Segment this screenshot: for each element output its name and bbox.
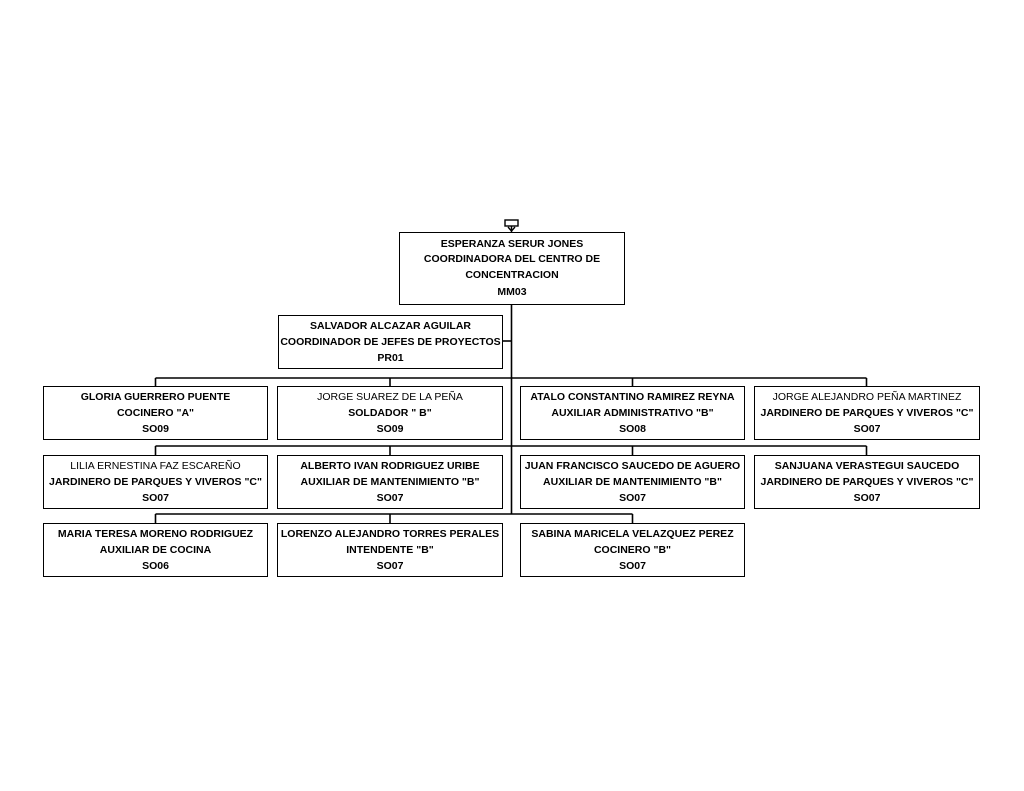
node-staff: SANJUANA VERASTEGUI SAUCEDO JARDINERO DE… <box>754 455 980 509</box>
node-title: COCINERO "B" <box>593 544 672 556</box>
node-code: SO07 <box>142 492 169 504</box>
node-name: SALVADOR ALCAZAR AGUILAR <box>310 320 471 332</box>
node-staff: LORENZO ALEJANDRO TORRES PERALES INTENDE… <box>277 523 503 577</box>
node-name: JORGE ALEJANDRO PEÑA MARTINEZ <box>772 391 962 403</box>
node-staff: JORGE ALEJANDRO PEÑA MARTINEZ JARDINERO … <box>754 386 980 440</box>
node-root: ESPERANZA SERUR JONES COORDINADORA DEL C… <box>399 232 625 305</box>
node-title: AUXILIAR DE COCINA <box>99 544 212 556</box>
node-code: SO07 <box>376 492 404 504</box>
node-staff: SABINA MARICELA VELAZQUEZ PEREZ COCINERO… <box>520 523 745 577</box>
node-staff: ATALO CONSTANTINO RAMIREZ REYNA AUXILIAR… <box>520 386 745 440</box>
node-code: SO07 <box>853 423 881 435</box>
node-name: LILIA ERNESTINA FAZ ESCAREÑO <box>70 460 241 472</box>
node-code: SO07 <box>619 492 646 504</box>
node-code: SO07 <box>853 492 881 504</box>
node-title: INTENDENTE "B" <box>346 544 434 556</box>
node-code: SO09 <box>142 423 169 435</box>
node-name: MARIA TERESA MORENO RODRIGUEZ <box>57 528 254 540</box>
node-name: GLORIA GUERRERO PUENTE <box>80 391 231 403</box>
node-staff: LILIA ERNESTINA FAZ ESCAREÑO JARDINERO D… <box>43 455 268 509</box>
node-title: SOLDADOR " B" <box>348 407 432 419</box>
node-name: SABINA MARICELA VELAZQUEZ PEREZ <box>531 528 734 540</box>
node-title: COCINERO "A" <box>116 407 195 419</box>
top-connector-icon <box>504 219 519 233</box>
node-code: PR01 <box>377 352 404 364</box>
node-title-line1: COORDINADORA DEL CENTRO DE <box>423 253 601 265</box>
node-code: SO07 <box>376 560 404 572</box>
node-code: SO08 <box>619 423 646 435</box>
node-staff: JUAN FRANCISCO SAUCEDO DE AGUERO AUXILIA… <box>520 455 745 509</box>
node-title: JARDINERO DE PARQUES Y VIVEROS "C" <box>760 476 974 488</box>
node-name: JORGE SUAREZ DE LA PEÑA <box>317 391 463 403</box>
node-code: SO07 <box>619 560 646 572</box>
node-title: AUXILIAR ADMINISTRATIVO "B" <box>551 407 714 419</box>
node-title-line2: CONCENTRACION <box>465 268 559 281</box>
node-title: AUXILIAR DE MANTENIMIENTO "B" <box>300 476 480 488</box>
node-title: JARDINERO DE PARQUES Y VIVEROS "C" <box>760 407 974 419</box>
node-title: JARDINERO DE PARQUES Y VIVEROS "C" <box>48 476 262 488</box>
node-staff: JORGE SUAREZ DE LA PEÑA SOLDADOR " B" SO… <box>277 386 503 440</box>
node-code: SO06 <box>142 560 169 572</box>
node-name: JUAN FRANCISCO SAUCEDO DE AGUERO <box>524 460 741 472</box>
node-code: SO09 <box>376 423 404 435</box>
node-title: AUXILIAR DE MANTENIMIENTO "B" <box>543 476 722 488</box>
node-name: LORENZO ALEJANDRO TORRES PERALES <box>280 528 500 540</box>
node-staff: MARIA TERESA MORENO RODRIGUEZ AUXILIAR D… <box>43 523 268 577</box>
node-code: MM03 <box>497 286 527 298</box>
node-staff: GLORIA GUERRERO PUENTE COCINERO "A" SO09 <box>43 386 268 440</box>
node-title: COORDINADOR DE JEFES DE PROYECTOS <box>280 336 501 348</box>
node-name: ALBERTO IVAN RODRIGUEZ URIBE <box>300 460 480 472</box>
node-name: ATALO CONSTANTINO RAMIREZ REYNA <box>530 391 735 403</box>
node-name: ESPERANZA SERUR JONES <box>440 237 584 250</box>
node-assistant: SALVADOR ALCAZAR AGUILAR COORDINADOR DE … <box>278 315 503 369</box>
node-staff: ALBERTO IVAN RODRIGUEZ URIBE AUXILIAR DE… <box>277 455 503 509</box>
node-name: SANJUANA VERASTEGUI SAUCEDO <box>774 460 960 472</box>
